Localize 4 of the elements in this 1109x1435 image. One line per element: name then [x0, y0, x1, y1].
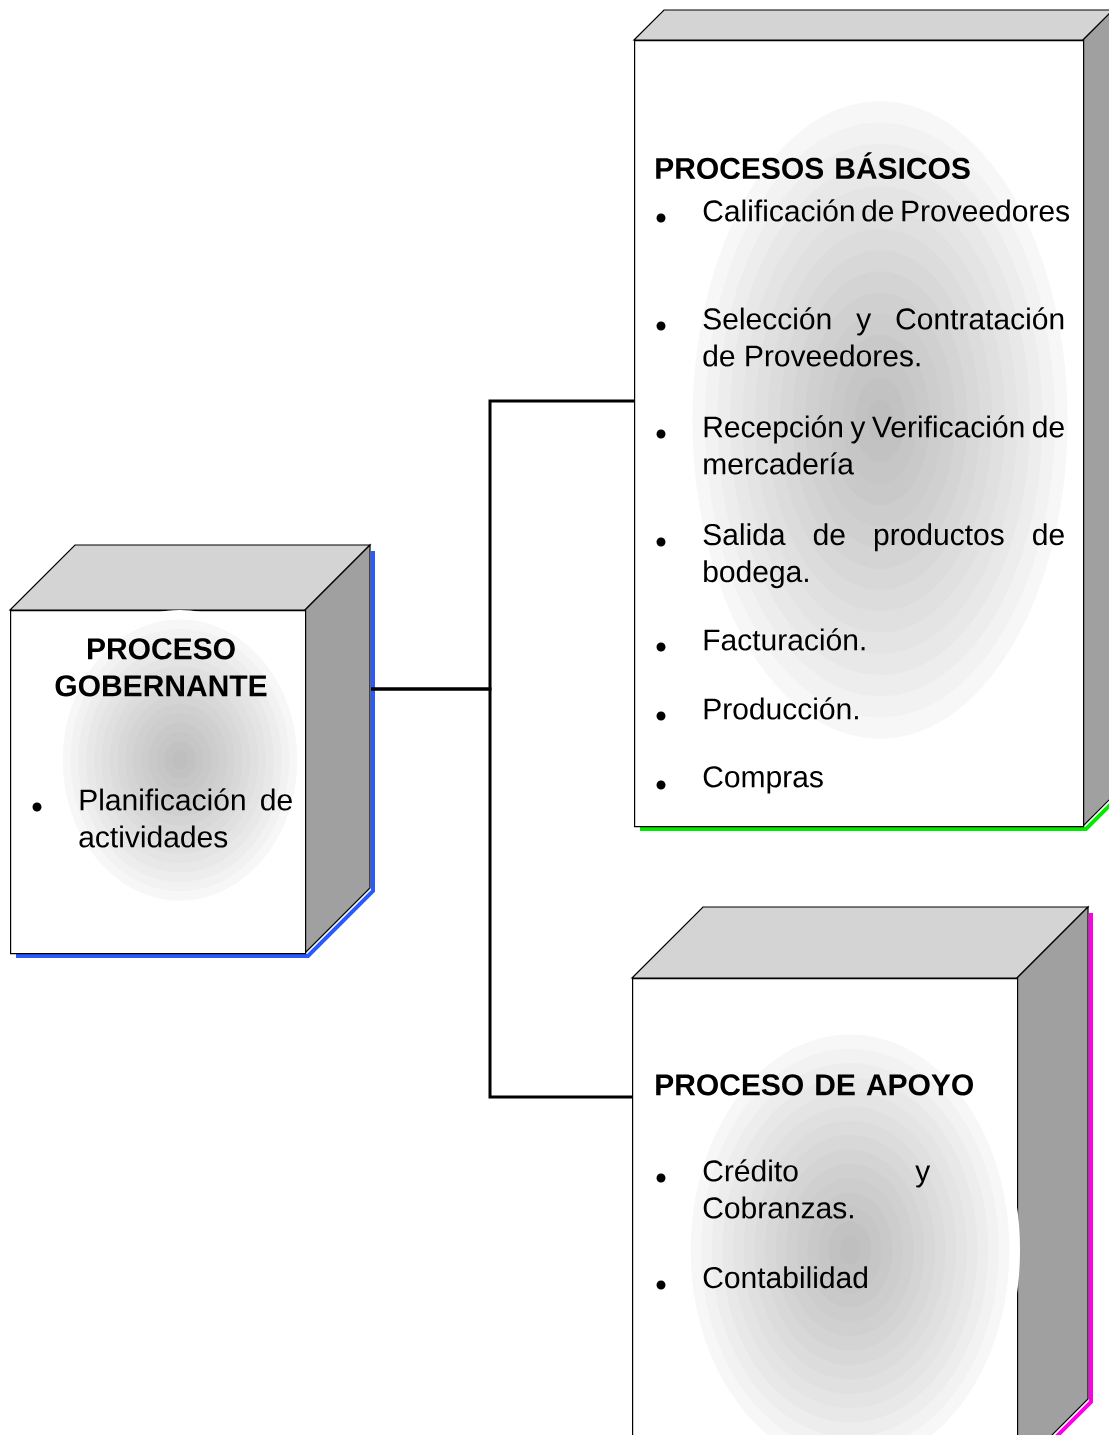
connector-line: [371, 687, 632, 1099]
node-label: Crédito y Cobranzas.: [703, 1159, 931, 1219]
node-label: PROCESO DE APOYO: [656, 1074, 973, 1096]
node-label: Contabilidad: [703, 1266, 868, 1289]
